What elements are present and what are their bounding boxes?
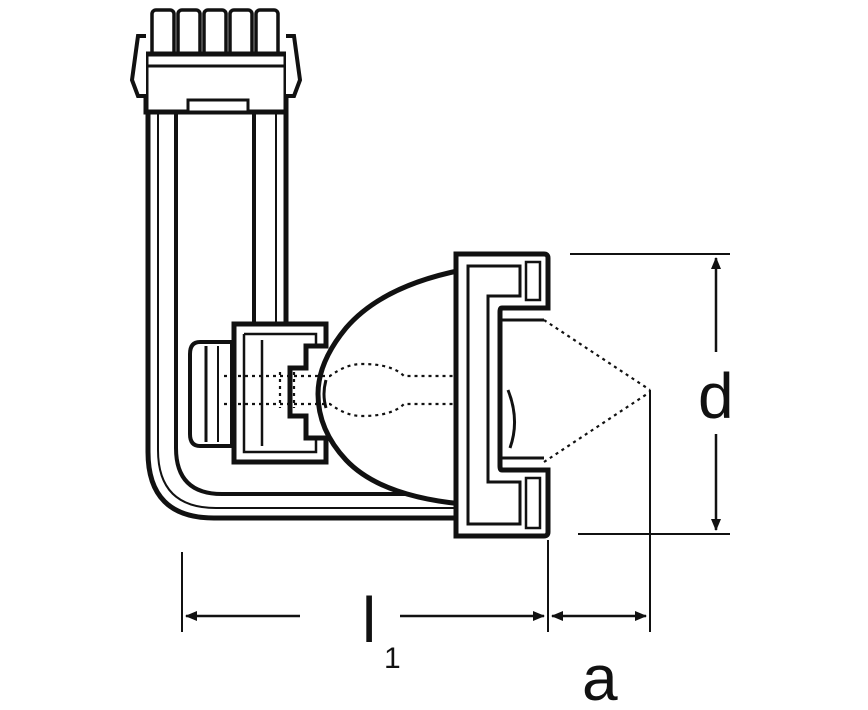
- label-length-subscript: 1: [384, 642, 401, 675]
- reflector-dome: [315, 266, 465, 507]
- label-diameter: d: [698, 360, 734, 432]
- connector-pins: [150, 8, 280, 58]
- light-beam: [543, 319, 651, 463]
- extension-lines: [181, 253, 730, 632]
- burner-tube: [224, 362, 496, 418]
- connector-plug: [129, 8, 303, 115]
- cable: [145, 112, 462, 521]
- label-gap: a: [582, 642, 618, 710]
- label-length: l: [362, 584, 376, 656]
- lamp-base: [188, 321, 329, 465]
- front-flange: [453, 251, 551, 539]
